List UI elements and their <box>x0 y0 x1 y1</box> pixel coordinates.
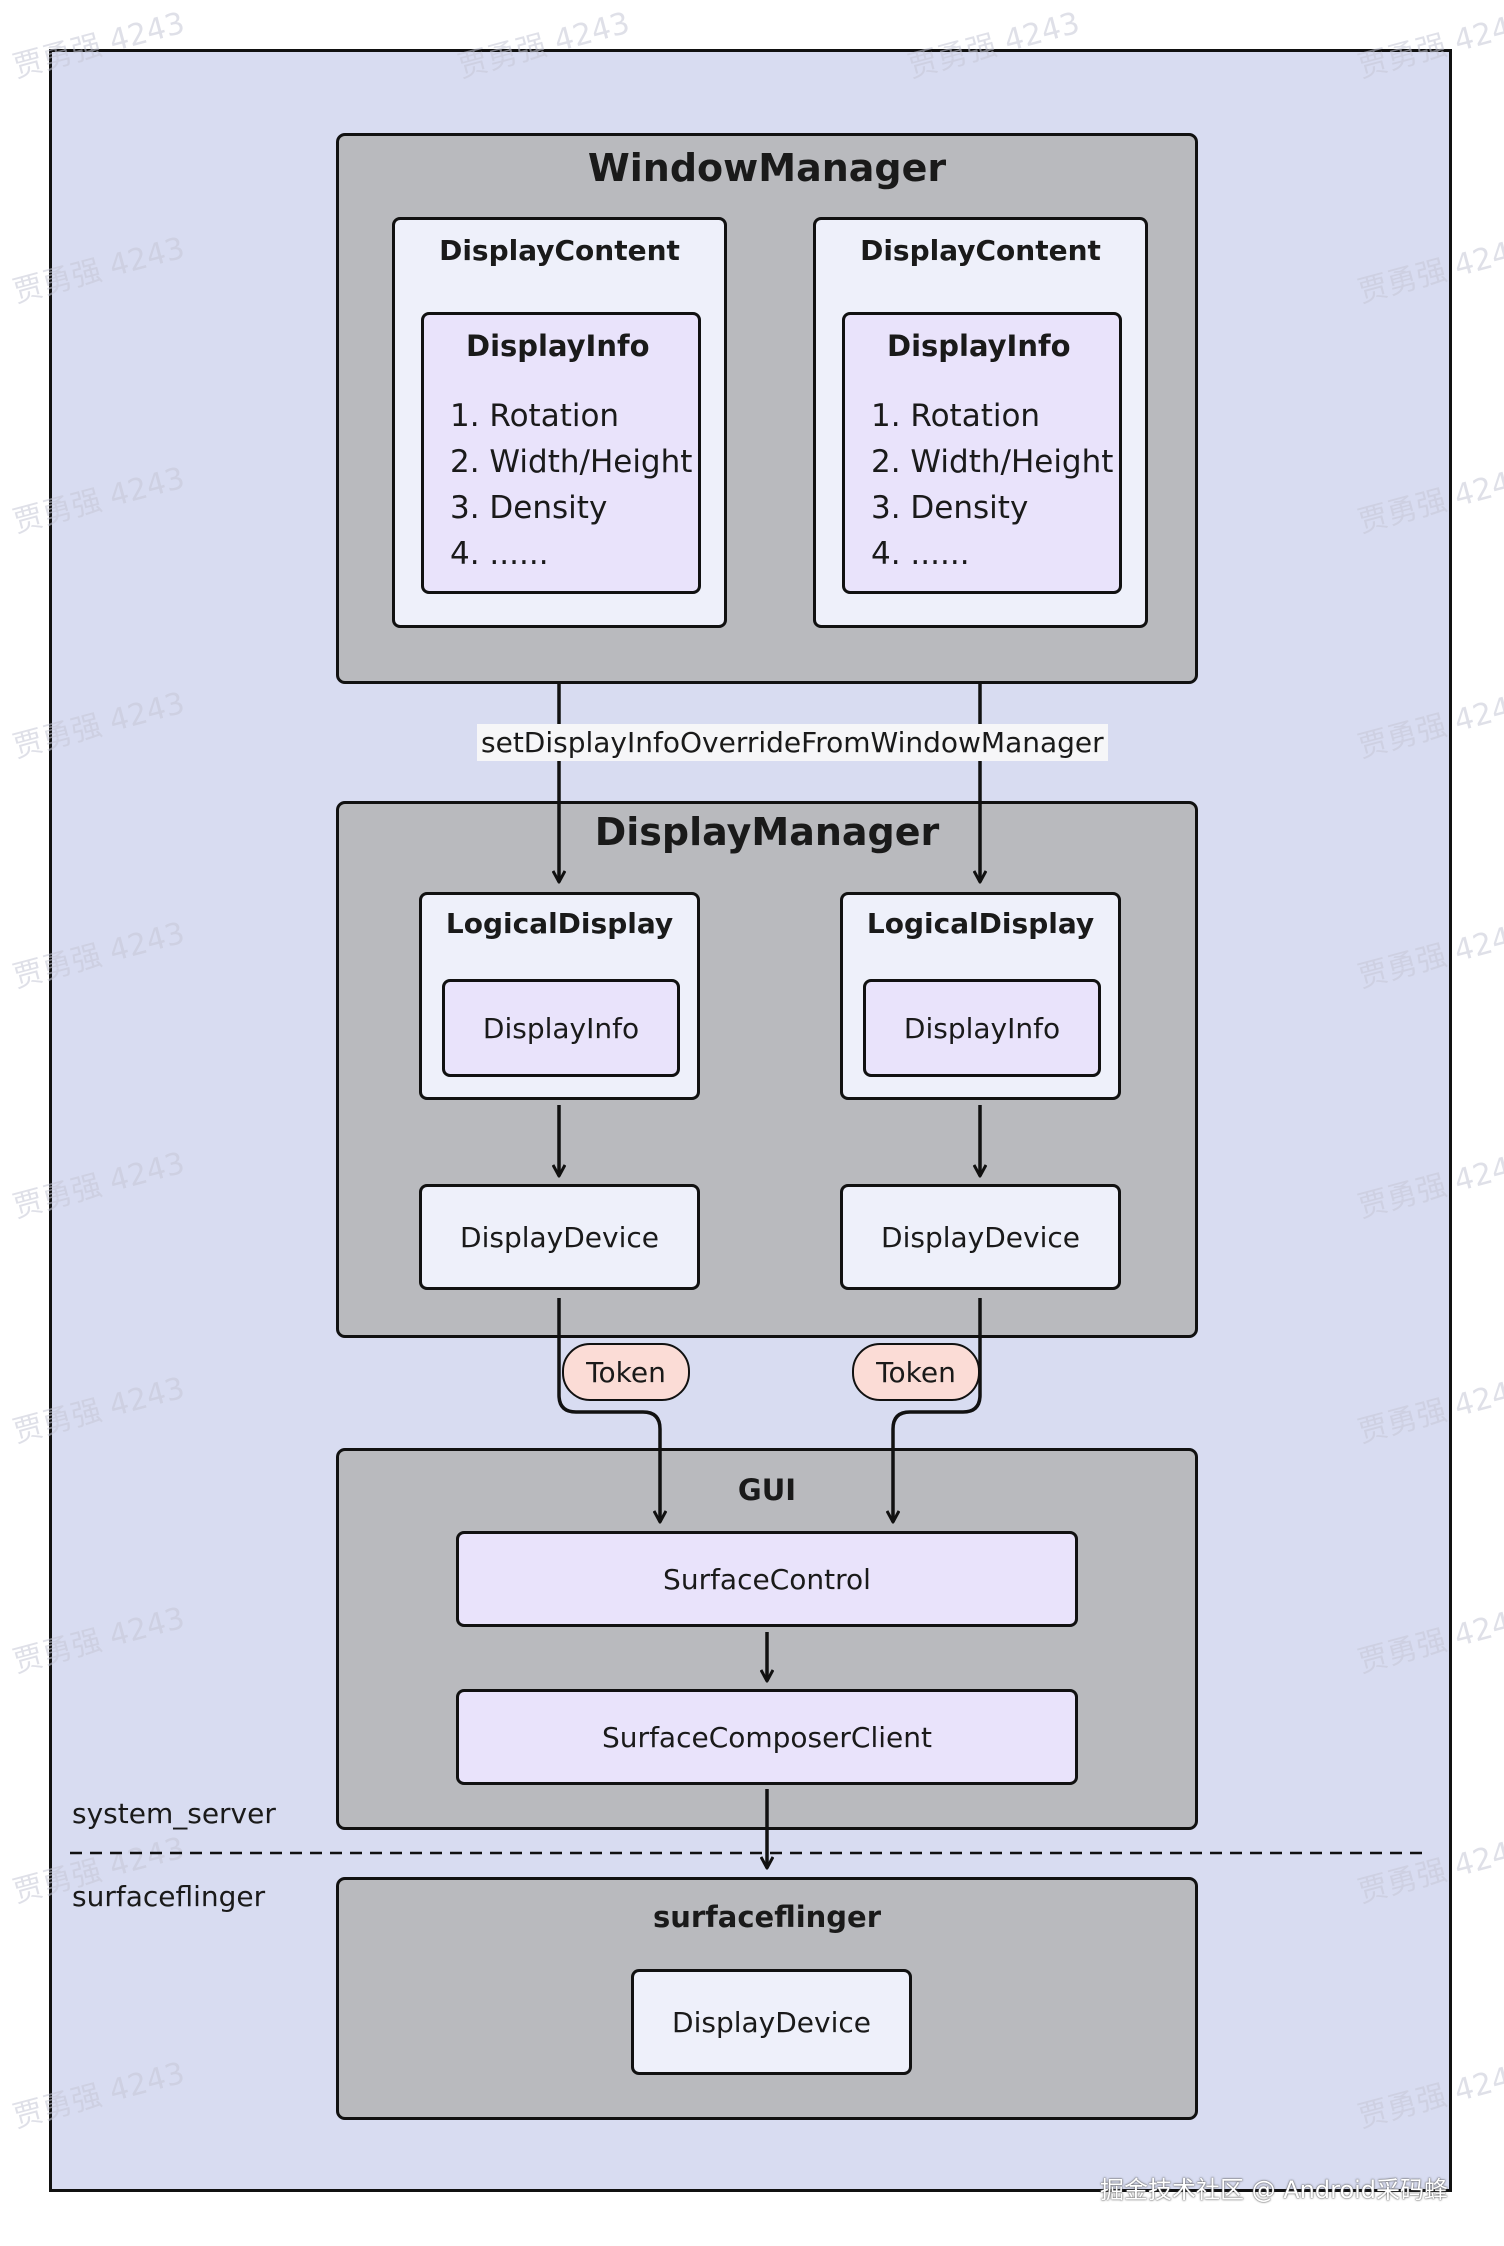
list-item: 1. Rotation <box>871 398 1041 434</box>
display-info-box: DisplayInfo 1. Rotation 2. Width/Height … <box>842 312 1122 594</box>
display-content-2: DisplayContent DisplayInfo 1. Rotation 2… <box>813 217 1148 628</box>
list-item: 4. ...... <box>450 536 549 572</box>
list-item: 3. Density <box>871 490 1029 526</box>
surface-composer-client-box: SurfaceComposerClient <box>456 1689 1078 1785</box>
token-badge-right: Token <box>852 1343 980 1401</box>
list-item: 3. Density <box>450 490 608 526</box>
display-info-list: 1. Rotation 2. Width/Height 3. Density 4… <box>871 393 1113 577</box>
surfaceflinger-group: surfaceflinger <box>336 1877 1198 2120</box>
list-item: 2. Width/Height <box>450 444 693 480</box>
logical-display-2: LogicalDisplay DisplayInfo <box>840 892 1121 1100</box>
list-item: 2. Width/Height <box>871 444 1114 480</box>
token-badge-left: Token <box>562 1343 690 1401</box>
display-manager-title: DisplayManager <box>594 810 940 854</box>
override-call-label: setDisplayInfoOverrideFromWindowManager <box>477 724 1108 761</box>
surfaceflinger-display-device: DisplayDevice <box>631 1969 912 2075</box>
logical-display-1: LogicalDisplay DisplayInfo <box>419 892 700 1100</box>
surfaceflinger-title: surfaceflinger <box>652 1900 882 1934</box>
token-arrow-left <box>557 1298 660 1522</box>
list-item: 4. ...... <box>871 536 970 572</box>
display-info-box: DisplayInfo <box>442 979 680 1077</box>
display-device-1: DisplayDevice <box>419 1184 700 1290</box>
display-info-list: 1. Rotation 2. Width/Height 3. Density 4… <box>450 393 692 577</box>
display-info-title: DisplayInfo <box>466 329 650 363</box>
logical-display-title: LogicalDisplay <box>866 907 1095 940</box>
display-info-title: DisplayInfo <box>887 329 1071 363</box>
display-content-1: DisplayContent DisplayInfo 1. Rotation 2… <box>392 217 727 628</box>
window-manager-title: WindowManager <box>587 146 947 190</box>
display-content-title: DisplayContent <box>860 234 1101 267</box>
gui-title: GUI <box>737 1473 797 1507</box>
surface-control-box: SurfaceControl <box>456 1531 1078 1627</box>
display-info-box: DisplayInfo 1. Rotation 2. Width/Height … <box>421 312 701 594</box>
display-content-title: DisplayContent <box>439 234 680 267</box>
display-info-box: DisplayInfo <box>863 979 1101 1077</box>
list-item: 1. Rotation <box>450 398 620 434</box>
system-server-label: system_server <box>72 1797 276 1830</box>
display-device-2: DisplayDevice <box>840 1184 1121 1290</box>
surfaceflinger-process-label: surfaceflinger <box>72 1880 266 1913</box>
logical-display-title: LogicalDisplay <box>445 907 674 940</box>
credit-watermark: 掘金技术社区 @ Android采码蜂 <box>1100 2176 1449 2204</box>
token-arrow-right <box>893 1298 982 1522</box>
